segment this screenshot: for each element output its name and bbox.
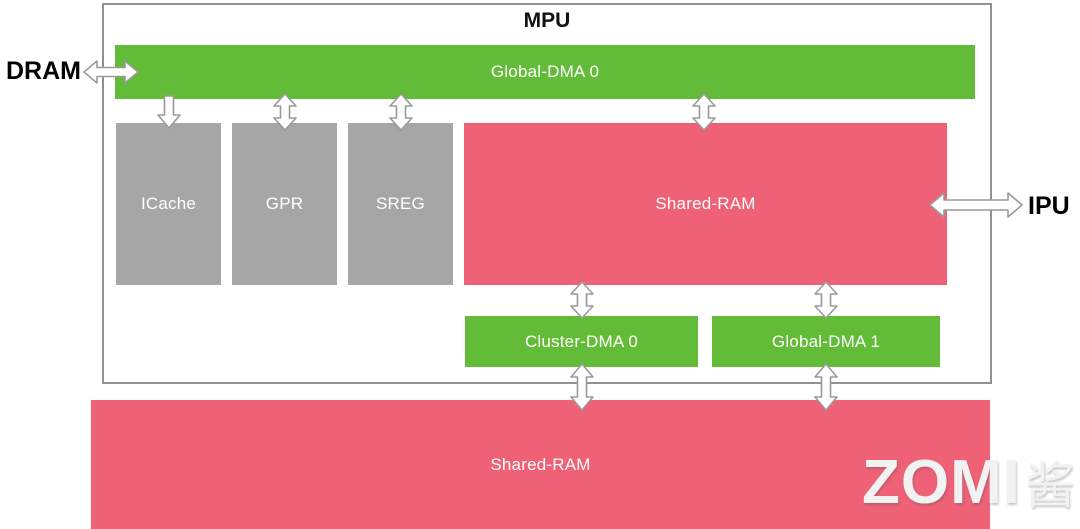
arrow-shared-ram-mpu-to-ipu — [929, 190, 1023, 220]
arrow-shared-ram-mpu-to-global-dma-1 — [812, 281, 840, 319]
block-sreg[interactable]: SREG — [348, 123, 453, 285]
ipu-label: IPU — [1028, 192, 1070, 220]
arrow-dram-to-global-dma-0 — [83, 58, 139, 86]
block-cluster-dma-0[interactable]: Cluster-DMA 0 — [465, 316, 698, 367]
arrow-global-dma-0-to-sreg — [387, 93, 415, 131]
block-shared-ram-external[interactable]: Shared-RAM — [91, 400, 990, 529]
arrow-global-dma-0-to-icache — [155, 95, 183, 129]
arrow-shared-ram-mpu-to-cluster-dma-0 — [568, 281, 596, 319]
dram-label: DRAM — [6, 57, 81, 85]
arrow-global-dma-0-to-gpr — [271, 93, 299, 131]
block-gpr[interactable]: GPR — [232, 123, 337, 285]
block-global-dma-0[interactable]: Global-DMA 0 — [115, 45, 975, 99]
block-shared-ram-mpu[interactable]: Shared-RAM — [464, 123, 947, 285]
watermark-cjk-text: 酱 — [1024, 458, 1076, 514]
mpu-title: MPU — [523, 9, 571, 32]
arrow-cluster-dma-0-to-shared-ram-external — [568, 363, 596, 411]
block-icache[interactable]: ICache — [116, 123, 221, 285]
arrow-global-dma-1-to-shared-ram-external — [812, 363, 840, 411]
arrow-global-dma-0-to-shared-ram-mpu — [690, 93, 718, 131]
block-global-dma-1[interactable]: Global-DMA 1 — [712, 316, 940, 367]
mpu-container — [102, 3, 992, 384]
